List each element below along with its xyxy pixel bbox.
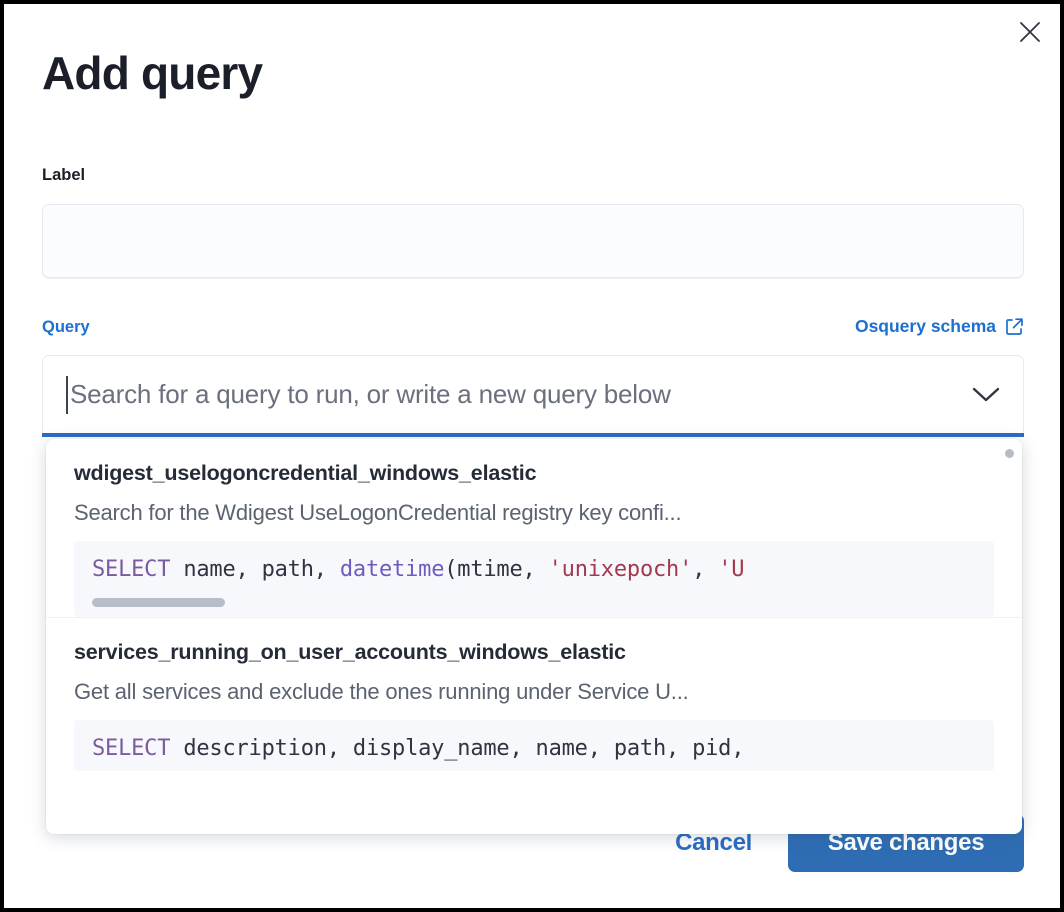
query-option-title: wdigest_uselogoncredential_windows_elast… [74,461,537,485]
query-option[interactable]: wdigest_uselogoncredential_windows_elast… [46,439,1022,618]
query-option[interactable]: services_running_on_user_accounts_window… [46,617,1022,772]
add-query-dialog: Add query Label Query Osquery schema Sea… [4,4,1060,908]
osquery-schema-link-label: Osquery schema [854,315,996,336]
query-option-code-block: SELECT description, display_name, name, … [74,720,994,772]
text-cursor [66,376,68,414]
query-option-title: services_running_on_user_accounts_window… [74,640,626,665]
dropdown-scrollbar[interactable] [1005,449,1014,458]
query-combobox[interactable]: Search for a query to run, or write a ne… [42,355,1024,437]
query-options-dropdown: wdigest_uselogoncredential_windows_elast… [46,439,1022,834]
code-horizontal-scrollbar[interactable] [92,598,976,608]
external-link-icon [1005,317,1024,336]
chevron-down-icon[interactable] [971,386,1001,404]
query-option-description: Get all services and exclude the ones ru… [74,678,689,704]
close-dialog-button[interactable] [1010,12,1050,52]
page-title: Add query [42,47,263,99]
osquery-schema-link[interactable]: Osquery schema [855,317,1024,336]
query-option-list: wdigest_uselogoncredential_windows_elast… [46,439,1022,772]
label-input[interactable] [42,204,1024,278]
query-option-sql: SELECT description, display_name, name, … [92,736,745,762]
query-option-code-block: SELECT name, path, datetime(mtime, 'unix… [74,541,994,618]
query-field-label: Query [42,318,90,336]
query-option-description: Search for the Wdigest UseLogonCredentia… [74,499,682,525]
label-field-label: Label [42,166,86,184]
query-option-sql: SELECT name, path, datetime(mtime, 'unix… [92,557,745,583]
close-icon [1019,21,1041,43]
query-combobox-placeholder: Search for a query to run, or write a ne… [70,379,671,409]
